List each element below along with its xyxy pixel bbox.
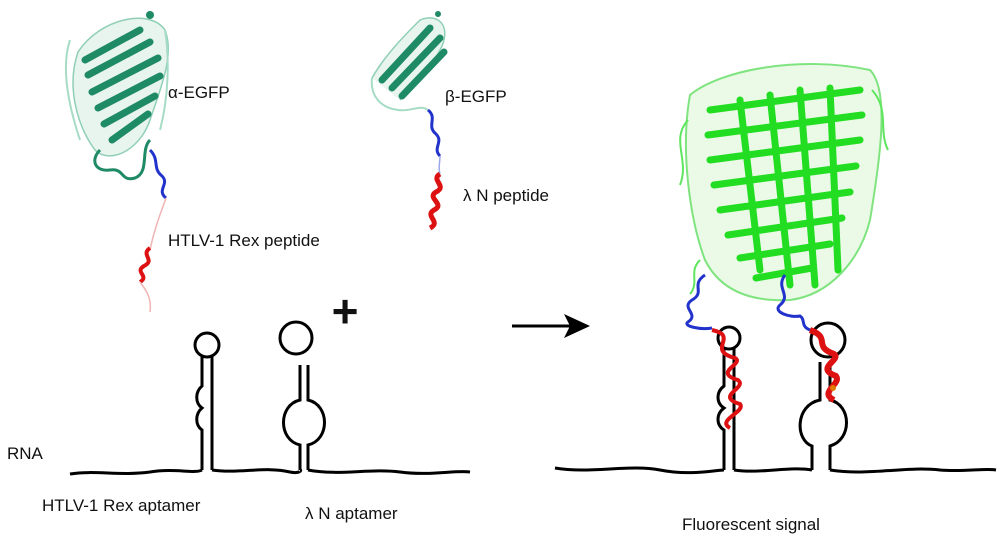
gfp-linker-right [776,274,811,332]
beta-egfp-linker [426,108,442,158]
rex-aptamer-label: HTLV-1 Rex aptamer [42,496,201,515]
fluorescent-signal-label: Fluorescent signal [682,515,820,534]
alpha-egfp-label: α-EGFP [168,83,230,102]
reconstituted-gfp [679,63,889,332]
rna-strand-right [554,321,997,475]
reaction-arrow [512,314,590,338]
lambda-n-aptamer [278,320,326,470]
rna-strand-left [69,320,471,476]
beta-egfp-structure [370,11,448,231]
alpha-egfp-rex-peptide-tail [149,197,167,251]
lambda-n-peptide [428,171,443,231]
plus-sign: + [332,285,359,337]
alpha-egfp-linker [148,148,168,200]
rna-label: RNA [7,444,44,463]
alpha-egfp-barrel [64,11,169,181]
rex-peptide-label: HTLV-1 Rex peptide [168,231,320,250]
gfp-barrel-strands [704,84,866,289]
gfp-linker-left [685,273,713,330]
alpha-egfp-structure [64,11,169,313]
lambda-peptide-label: λ N peptide [463,186,549,205]
lambda-aptamer-label: λ N aptamer [305,504,398,523]
bound-rex-peptide [711,328,743,430]
rex-aptamer [193,331,221,470]
beta-egfp-label: β-EGFP [445,87,507,106]
alpha-egfp-rex-peptide [138,246,152,284]
